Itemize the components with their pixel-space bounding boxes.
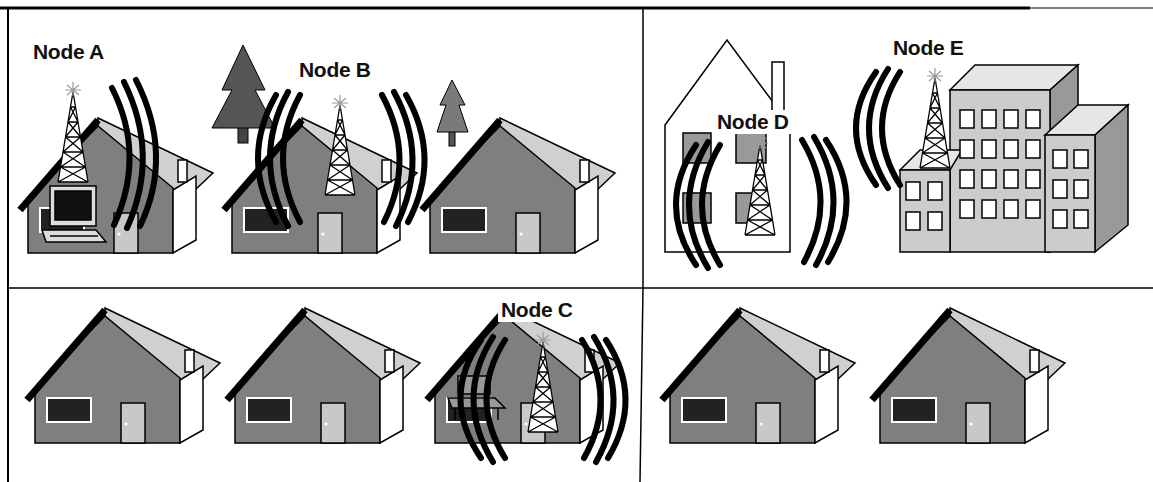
radio-waves-part (814, 137, 834, 265)
computer-icon (42, 186, 106, 242)
node-label: Node B (296, 58, 374, 82)
radio-waves-part (382, 95, 400, 222)
house (427, 308, 620, 443)
radio-waves-part (689, 142, 708, 268)
house (422, 118, 615, 253)
antenna-tower (745, 135, 775, 235)
office-building-part-part (906, 182, 920, 200)
office-building-part-part (1026, 110, 1040, 128)
office-building-part-part (960, 200, 974, 218)
radio-waves-part (283, 95, 300, 222)
radio-waves-part (676, 145, 696, 265)
radio-waves-part (487, 340, 506, 458)
trees-part (437, 80, 468, 132)
office-building-part-part (1074, 180, 1088, 198)
office-building-part-part (1074, 150, 1088, 168)
office-building-part-part (1004, 110, 1018, 128)
office-building-part-part (1004, 140, 1018, 158)
office-building-part-part (1053, 150, 1067, 168)
apartment-house-part (665, 40, 790, 252)
frame-lines-part (642, 8, 644, 288)
antenna-tower (325, 95, 355, 195)
office-building-part-part (1053, 210, 1067, 228)
radio-waves-part (112, 88, 130, 225)
office-building-part (950, 90, 1050, 252)
node-label: Node E (890, 36, 967, 60)
radio-waves-part (270, 92, 288, 226)
office-building-part-part (1053, 180, 1067, 198)
radio-waves-part (802, 140, 821, 262)
frame-lines-part (1030, 8, 1153, 9)
office-building-part-part (960, 170, 974, 188)
office-building-part-part (1004, 170, 1018, 188)
bench-icon-part (454, 408, 456, 420)
office-building-part-part (982, 140, 996, 158)
bench-icon-part (497, 408, 499, 420)
computer-icon-part (55, 191, 91, 220)
antenna-tower (58, 82, 88, 182)
antenna-tower (920, 68, 950, 168)
office-building-part-part (960, 110, 974, 128)
office-building-part-part (1026, 200, 1040, 218)
house (27, 308, 220, 443)
radio-waves-part (474, 337, 494, 462)
antenna-towers (58, 68, 950, 432)
office-building-part-part (960, 140, 974, 158)
radio-waves-part (826, 140, 847, 262)
house (20, 118, 213, 253)
radio-waves-part (582, 340, 601, 458)
frame-lines-part (0, 7, 1030, 10)
radio-waves-part (882, 72, 900, 185)
antenna-tower (528, 332, 558, 432)
radio-waves-part (856, 72, 876, 185)
radio-waves-part (258, 95, 276, 222)
radio-waves (112, 69, 900, 462)
house (662, 308, 855, 443)
computer-icon-part (50, 235, 98, 237)
node-label: Node A (30, 40, 107, 64)
house (227, 308, 420, 443)
houses (20, 118, 1065, 443)
frame-lines-part (8, 287, 1153, 289)
office-building-part (1045, 135, 1095, 252)
office-building-part-part (982, 110, 996, 128)
computer-icon-part (50, 186, 96, 226)
office-building-part-part (906, 212, 920, 230)
office-building-part-part (928, 212, 942, 230)
radio-waves-part (136, 80, 156, 226)
office-building-part-part (1026, 170, 1040, 188)
house (872, 308, 1065, 443)
radio-waves-part (461, 340, 482, 458)
office-building-part-part (1074, 210, 1088, 228)
computer-icon-part (42, 230, 106, 242)
office-building-part-part (982, 170, 996, 188)
office-building-part-part (1026, 140, 1040, 158)
radio-waves-part (702, 145, 720, 265)
radio-waves-part (124, 82, 143, 228)
frame-lines-part (7, 8, 9, 482)
node-label: Node C (498, 298, 576, 322)
radio-waves-part (406, 95, 425, 222)
house (224, 118, 417, 253)
office-building-part-part (1004, 200, 1018, 218)
radio-waves-part (394, 92, 413, 226)
radio-waves-part (869, 69, 888, 188)
office-building-part (900, 170, 950, 252)
radio-waves-part (594, 337, 614, 462)
radio-waves-part (606, 340, 626, 458)
office-building-part (1095, 105, 1128, 252)
office-building-part-part (928, 182, 942, 200)
office-building (900, 65, 1128, 252)
node-label: Node D (714, 110, 792, 134)
office-building-part-part (982, 200, 996, 218)
frame-lines (0, 8, 1153, 482)
apartment-house (665, 40, 790, 252)
frame-lines-part (640, 288, 643, 482)
